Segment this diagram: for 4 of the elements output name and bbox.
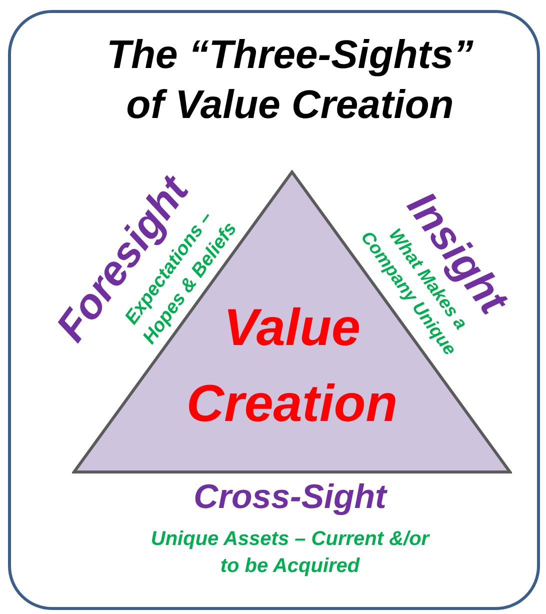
subheading: Unique Assets – Current &/or to be Acquired	[150, 527, 431, 579]
title: The “Three-Sights” of Value Creation	[106, 32, 474, 129]
heading: Cross-Sight	[192, 477, 388, 518]
node-label: Value Creation	[186, 299, 398, 435]
